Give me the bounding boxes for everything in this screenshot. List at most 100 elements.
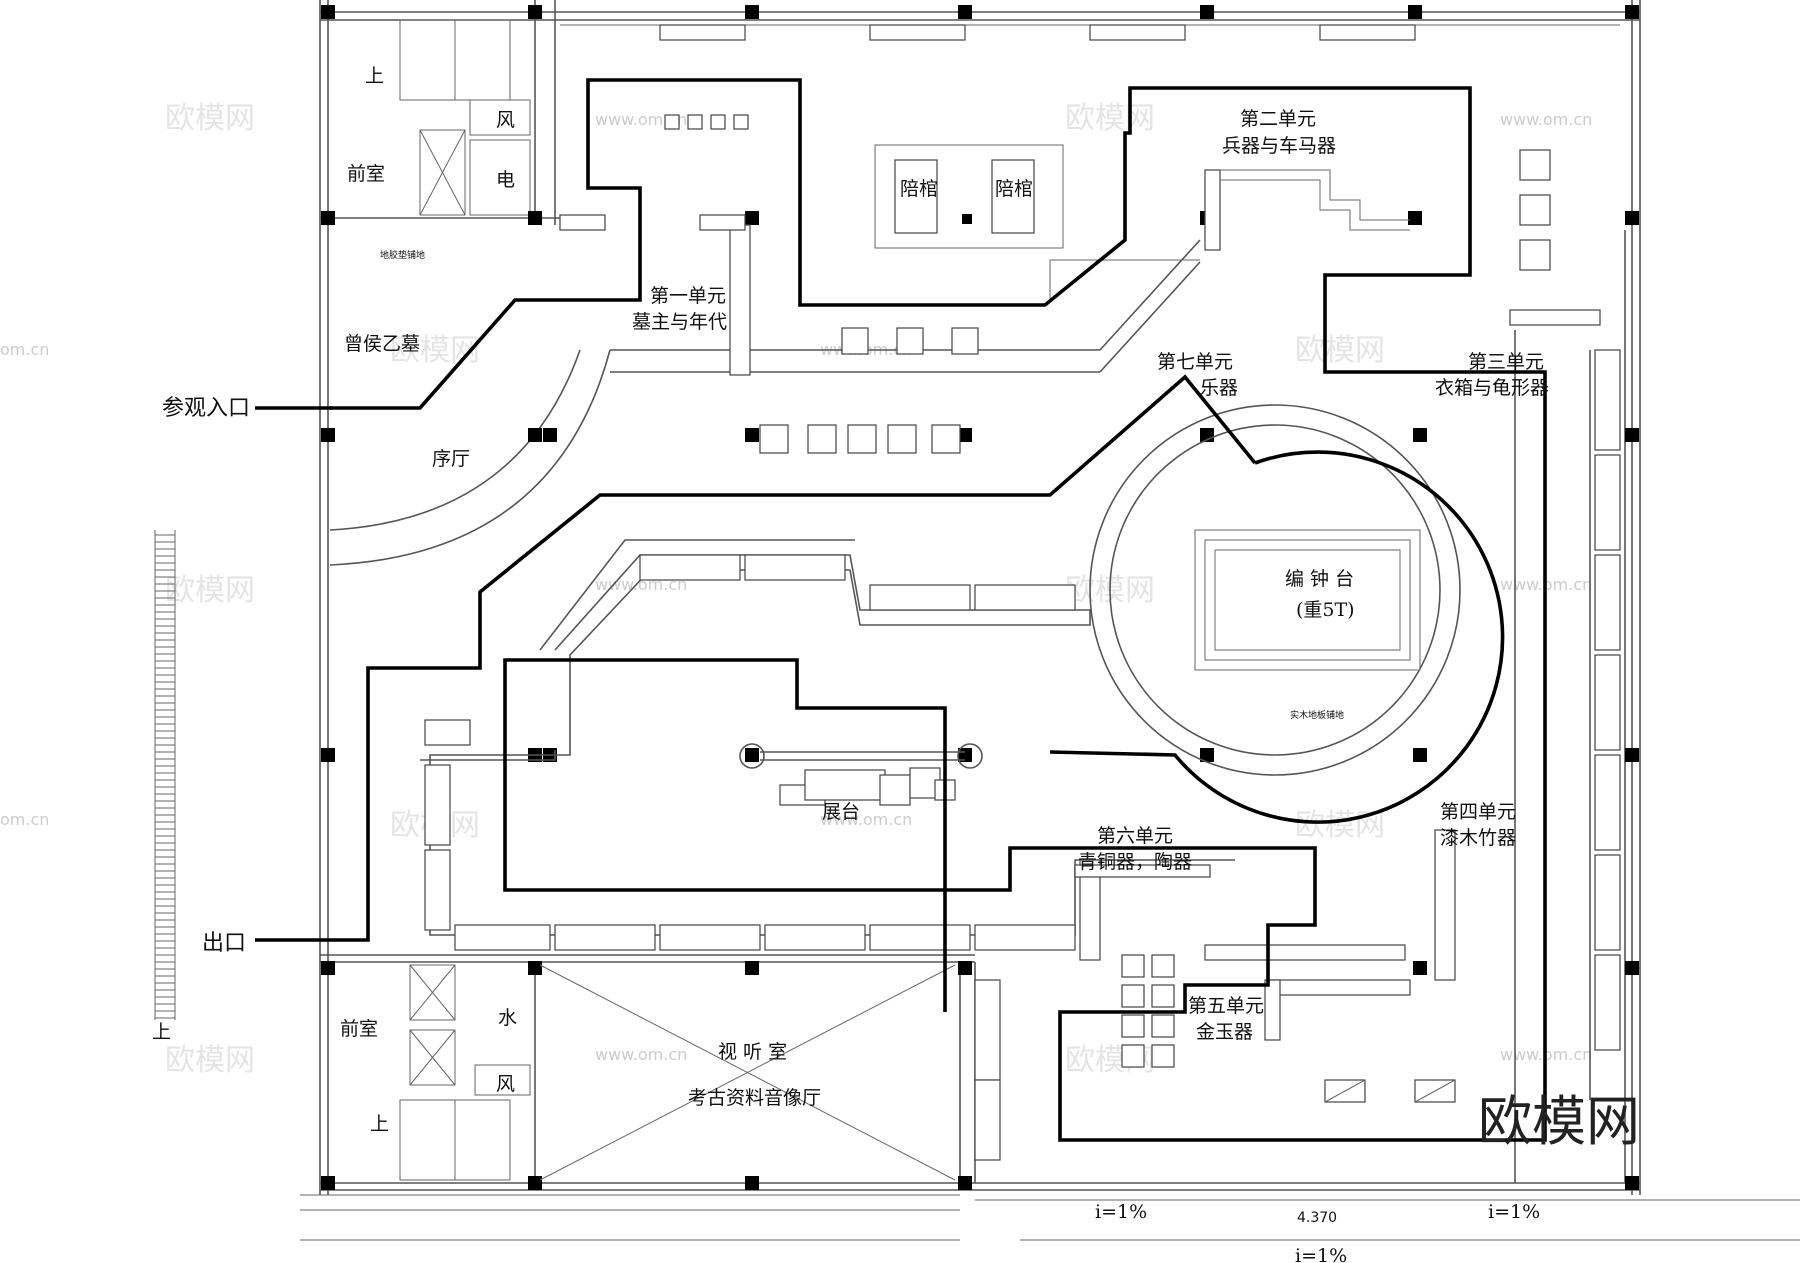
structural-column [528, 211, 542, 225]
watermark: 欧模网 [165, 1043, 255, 1078]
bell-platform: 编 钟 台 (重5T) 实木地板铺地 [1089, 404, 1461, 776]
unit2-title: 兵器与车马器 [1222, 135, 1336, 157]
tomb-label: 曾侯乙墓 [344, 333, 420, 355]
air-shaft-label: 风 [496, 1073, 515, 1095]
watermark-url: www.om.cn [1500, 110, 1592, 129]
watermark-url: www.om.cn [820, 810, 912, 829]
structural-column [321, 211, 335, 225]
structural-column [1625, 1176, 1639, 1190]
structural-column [321, 961, 335, 975]
structural-column [1413, 748, 1427, 762]
av-room-subtitle: 考古资料音像厅 [688, 1087, 821, 1109]
watermark-url: www.om.cn [595, 1045, 687, 1064]
structural-column [528, 1176, 542, 1190]
structural-column [745, 211, 759, 225]
showcase-walls [420, 149, 1601, 1161]
unit6-number: 第六单元 [1097, 825, 1173, 847]
watermark: 欧模网 [1295, 333, 1385, 368]
coffin-label: 陪棺 [995, 178, 1033, 200]
unit4-number: 第四单元 [1440, 801, 1516, 823]
stair-up-label: 上 [365, 65, 384, 87]
structural-column [528, 5, 542, 19]
unit7-number: 第七单元 [1157, 351, 1233, 373]
structural-column [1408, 211, 1422, 225]
visitor-route [255, 78, 1547, 1142]
structural-column [745, 428, 759, 442]
lobby-curve [329, 239, 1201, 566]
unit2-number: 第二单元 [1240, 108, 1316, 130]
wood-floor-note: 实木地板铺地 [1290, 709, 1344, 721]
structural-column [1625, 748, 1639, 762]
coffin-label: 陪棺 [900, 178, 938, 200]
column-grid [321, 5, 1639, 1190]
air-shaft-label: 风 [496, 109, 515, 131]
bell-platform-title: 编 钟 台 [1285, 568, 1354, 590]
lobby-label: 序厅 [432, 448, 470, 470]
water-room-label: 水 [498, 1007, 517, 1029]
structural-column [1413, 961, 1427, 975]
watermark: 欧模网 [165, 101, 255, 136]
structural-column [543, 428, 557, 442]
platform-label: 展台 [822, 801, 860, 823]
display-boxes [664, 114, 1456, 1103]
watermark: 欧模网 [1065, 101, 1155, 136]
watermark-url: om.cn [0, 810, 49, 829]
structural-column [745, 1176, 759, 1190]
watermark-url: www.om.cn [595, 110, 687, 129]
structural-column [528, 961, 542, 975]
stair-up-label: 上 [152, 1021, 171, 1043]
structural-column [958, 428, 972, 442]
structural-column [1625, 961, 1639, 975]
unit7-title: 乐器 [1200, 377, 1238, 399]
unit3-number: 第三单元 [1468, 351, 1544, 373]
unit5-title: 金玉器 [1196, 1021, 1253, 1043]
structural-column [1625, 5, 1639, 19]
unit4-title: 漆木竹器 [1440, 827, 1516, 849]
slope-label: i=1% [1488, 1201, 1540, 1223]
electrical-room-label: 电 [496, 169, 515, 191]
structural-column [958, 961, 972, 975]
watermark: 欧模网 [165, 573, 255, 608]
structural-column [958, 5, 972, 19]
entrance-label: 参观入口 [162, 396, 250, 421]
stair-up-label: 上 [370, 1113, 389, 1135]
structural-column [321, 748, 335, 762]
anteroom-label: 前室 [347, 163, 385, 185]
floor-note: 地胶垫铺地 [380, 249, 425, 261]
av-room: 视 听 室 考古资料音像厅 [539, 964, 956, 1181]
structural-column [745, 748, 759, 762]
structural-column [1625, 211, 1639, 225]
structural-column [1625, 428, 1639, 442]
exit-label: 出口 [202, 931, 246, 956]
unit1-number: 第一单元 [650, 285, 726, 307]
structural-column [321, 1176, 335, 1190]
watermark-layer: 欧模网 欧模网 欧模网 欧模网 欧模网 欧模网 欧模网 欧模网 欧模网 欧模网 … [0, 101, 1592, 1078]
unit3-title: 衣箱与龟形器 [1435, 377, 1549, 399]
structural-column [1200, 748, 1214, 762]
watermark-url: om.cn [0, 340, 49, 359]
exterior-stair [155, 534, 175, 1019]
structural-column [958, 1176, 972, 1190]
structural-column [1408, 5, 1422, 19]
structural-column [321, 428, 335, 442]
coffin-area: 陪棺 陪棺 [874, 144, 1064, 249]
structural-column [1200, 5, 1214, 19]
zone-labels: 参观入口 出口 序厅 曾侯乙墓 地胶垫铺地 第一单元 墓主与年代 第二单元 兵器… [162, 108, 1549, 1263]
unit5-number: 第五单元 [1188, 995, 1264, 1017]
structural-column [745, 5, 759, 19]
bell-platform-weight: (重5T) [1296, 599, 1355, 621]
structural-column [1413, 428, 1427, 442]
structural-column [321, 5, 335, 19]
slope-label: i=1% [1295, 1245, 1347, 1263]
anteroom-label: 前室 [340, 1018, 378, 1040]
display-platform: 展台 [739, 743, 983, 823]
av-room-title: 视 听 室 [718, 1041, 787, 1063]
slope-label: i=1% [1095, 1201, 1147, 1223]
watermark-logo: 欧模网 [1478, 1090, 1640, 1153]
unit6-title: 青铜器，陶器 [1078, 851, 1192, 873]
structural-column [528, 428, 542, 442]
structural-column [745, 961, 759, 975]
watermark: 欧模网 [390, 333, 480, 368]
unit1-title: 墓主与年代 [632, 311, 727, 333]
